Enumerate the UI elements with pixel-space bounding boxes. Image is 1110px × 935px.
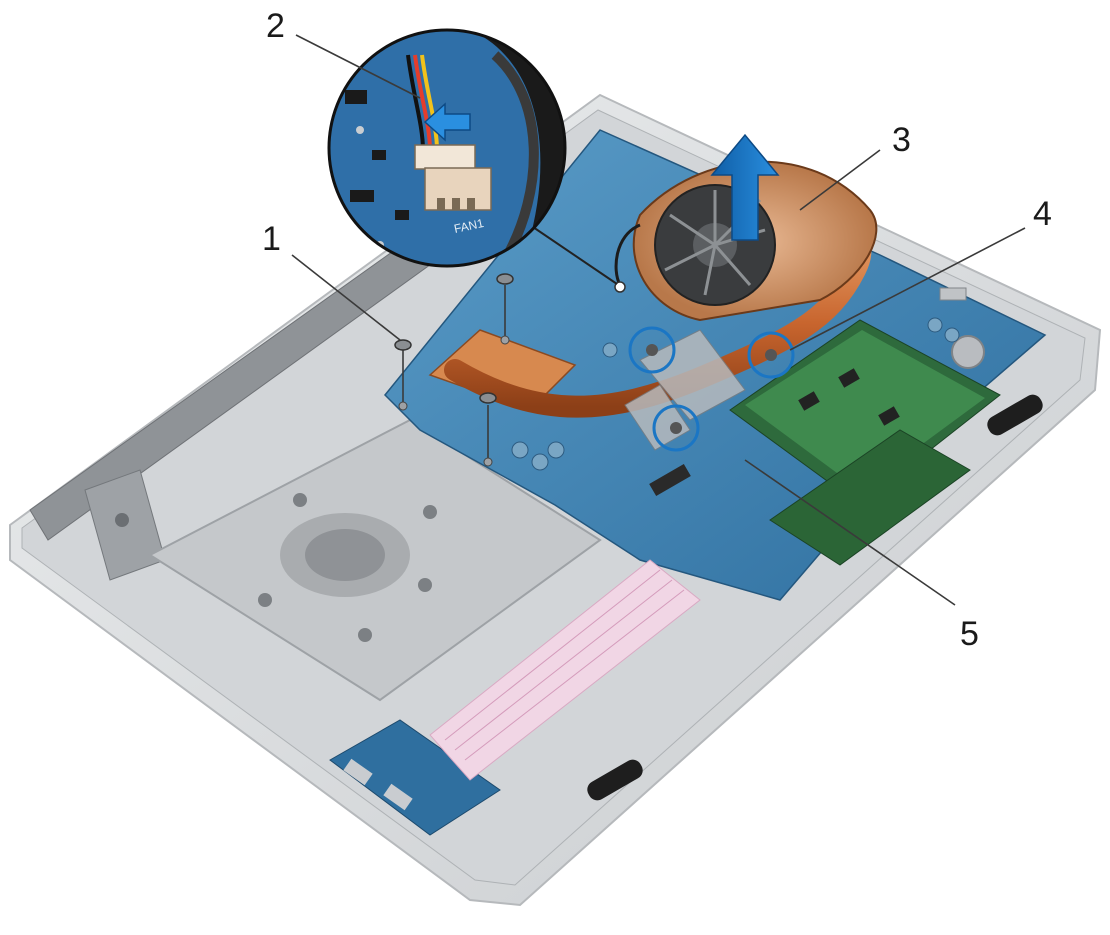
screw [496, 273, 514, 345]
connector [649, 463, 691, 497]
callout-leader-4 [789, 227, 1026, 351]
speaker [587, 759, 643, 801]
callout-leader-3 [799, 149, 881, 211]
hard-drive-cage [147, 418, 602, 702]
usb-port [939, 287, 967, 301]
fan-connector-label: FAN1 [453, 216, 486, 236]
heat-sink [428, 160, 878, 451]
io-board [329, 719, 501, 836]
screws [394, 273, 514, 467]
captive-screw-circle [628, 326, 676, 374]
callouts: 1 2 3 4 5 [262, 7, 1052, 653]
memory-module [729, 319, 1001, 506]
captive-screws [628, 326, 795, 452]
screw [479, 392, 497, 467]
callout-5: 5 [960, 615, 979, 653]
callout-leader-5 [744, 459, 956, 606]
screw [394, 339, 412, 411]
fan-cable-inset: FAN1 [327, 28, 567, 268]
inset-leader-line [529, 224, 618, 285]
callout-1: 1 [262, 220, 281, 258]
callout-2: 2 [266, 7, 285, 45]
captive-screw-circle [747, 331, 795, 379]
lift-arrow-icon [710, 133, 780, 241]
io-board-cable [429, 559, 701, 781]
capacitors [511, 317, 960, 471]
coin-cell-battery [951, 335, 985, 369]
memory-module [769, 429, 971, 566]
callout-leader-2 [295, 34, 421, 99]
callout-3: 3 [892, 121, 911, 159]
captive-screw-circle [652, 404, 700, 452]
callout-4: 4 [1033, 195, 1052, 233]
speaker [987, 394, 1043, 436]
callout-leader-1 [291, 254, 401, 341]
